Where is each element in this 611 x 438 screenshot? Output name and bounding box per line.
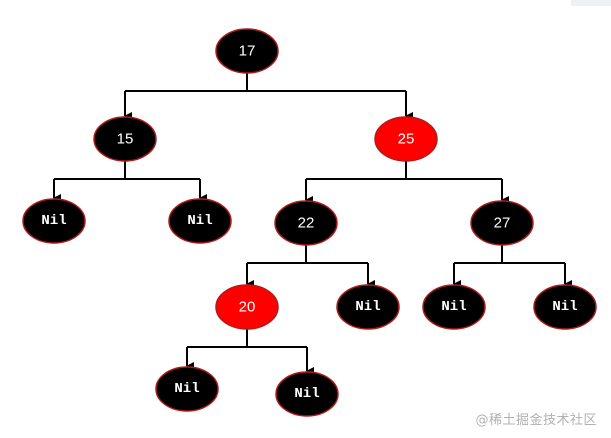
node-ellipse (155, 366, 219, 412)
node-ellipse (168, 198, 232, 244)
nil-node-nil3: Nil (336, 284, 400, 330)
node-label: Nil (174, 381, 199, 397)
node-label: Nil (41, 213, 66, 229)
tree-node-n27: 27 (470, 200, 534, 246)
nil-node-nil4: Nil (422, 284, 486, 330)
nil-node-nil6: Nil (155, 366, 219, 412)
node-label: Nil (187, 213, 212, 229)
node-label: Nil (441, 299, 466, 315)
node-ellipse (374, 116, 438, 162)
node-ellipse (422, 284, 486, 330)
node-label: 22 (298, 215, 315, 232)
tree-node-n17: 17 (215, 28, 279, 74)
nil-node-nil1: Nil (22, 198, 86, 244)
nil-node-nil7: Nil (275, 371, 339, 417)
edges-layer (53, 73, 572, 375)
node-label: 25 (398, 131, 415, 148)
node-label: Nil (294, 386, 319, 402)
node-ellipse (274, 200, 338, 246)
node-ellipse (275, 371, 339, 417)
tree-node-n20: 20 (215, 284, 279, 330)
tree-node-n25: 25 (374, 116, 438, 162)
node-ellipse (533, 284, 597, 330)
node-label: Nil (355, 299, 380, 315)
node-ellipse (336, 284, 400, 330)
node-label: Nil (552, 299, 577, 315)
tree-node-n22: 22 (274, 200, 338, 246)
node-ellipse (93, 116, 157, 162)
node-label: 15 (117, 131, 134, 148)
node-label: 27 (494, 215, 511, 232)
node-ellipse (215, 284, 279, 330)
node-ellipse (470, 200, 534, 246)
node-label: 20 (239, 299, 256, 316)
node-label: 17 (239, 43, 256, 60)
nil-node-nil2: Nil (168, 198, 232, 244)
node-ellipse (22, 198, 86, 244)
tree-node-n15: 15 (93, 116, 157, 162)
nil-node-nil5: Nil (533, 284, 597, 330)
watermark-text: @稀土掘金技术社区 (475, 413, 597, 428)
node-ellipse (215, 28, 279, 74)
corner-decoration (571, 0, 611, 6)
